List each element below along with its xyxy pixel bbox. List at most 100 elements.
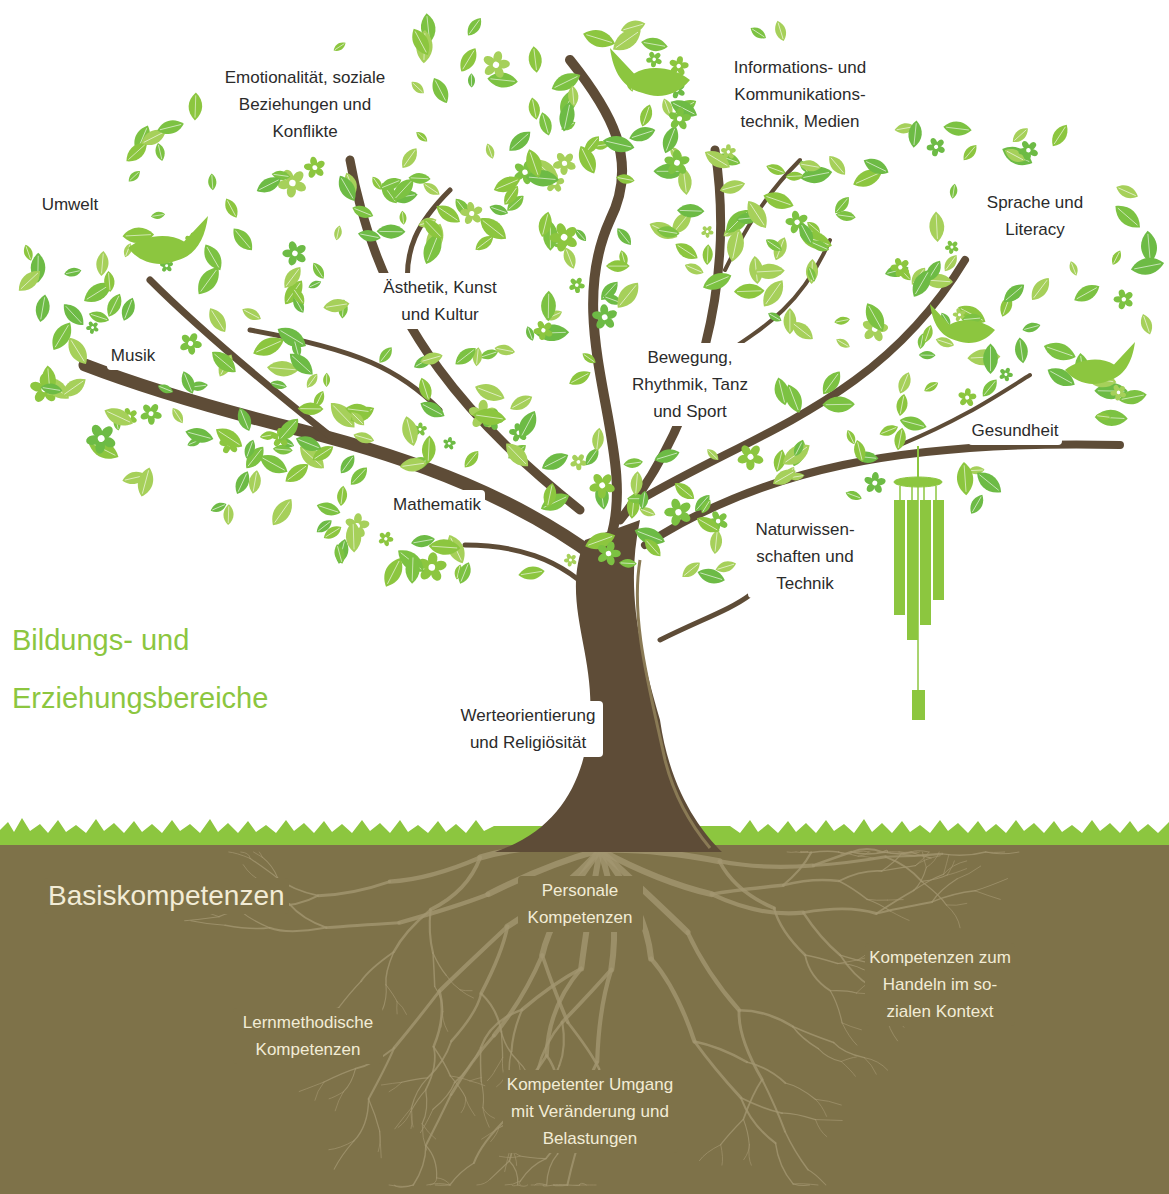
root-line	[433, 953, 435, 987]
root-line	[946, 903, 966, 905]
leaf	[709, 529, 723, 554]
leaf	[101, 403, 136, 430]
root-line	[739, 1010, 762, 1079]
leaf	[895, 393, 910, 417]
leaf	[724, 227, 747, 263]
root-line	[339, 981, 361, 1007]
leaf	[763, 236, 784, 255]
root-line	[411, 1108, 412, 1129]
leaf	[748, 24, 768, 41]
root-line	[957, 866, 981, 879]
leaf	[907, 266, 936, 301]
leaf	[345, 521, 362, 553]
leaf	[677, 204, 705, 218]
leaf	[414, 129, 429, 144]
area-label: Werteorientierung und Religiösität	[453, 701, 603, 757]
leaf	[536, 210, 555, 238]
root-line	[947, 861, 954, 875]
leaf	[656, 225, 681, 240]
leaf	[630, 471, 644, 496]
leaf	[573, 227, 589, 243]
root-line	[695, 1042, 741, 1098]
root-line	[839, 881, 867, 899]
leaf	[1110, 200, 1145, 233]
leaf	[1067, 260, 1079, 277]
leaf	[154, 142, 167, 162]
root-line	[225, 925, 269, 928]
root-line	[743, 1119, 749, 1145]
leaf	[979, 376, 1001, 400]
leaf	[204, 305, 231, 336]
leaf	[388, 174, 418, 205]
root-line	[851, 852, 885, 854]
leaf	[666, 106, 693, 132]
root-line	[413, 1146, 426, 1186]
root-line	[460, 989, 472, 991]
leaf	[524, 325, 536, 342]
leaf	[232, 469, 254, 497]
leaf	[566, 367, 593, 389]
leaf	[208, 173, 217, 190]
root-line	[483, 1108, 489, 1128]
leaf	[983, 344, 998, 374]
leaf	[1009, 125, 1031, 146]
leaf	[699, 498, 714, 515]
root-line	[975, 879, 1007, 891]
leaf	[608, 23, 645, 56]
leaf	[456, 45, 482, 75]
root-line	[803, 909, 876, 914]
leaf	[765, 161, 788, 177]
leaf	[967, 492, 987, 516]
leaf	[541, 291, 556, 322]
root-line	[290, 904, 327, 928]
leaf	[548, 68, 583, 96]
root-line	[326, 923, 399, 928]
leaf	[357, 228, 382, 244]
leaf	[907, 120, 923, 149]
leaf	[691, 491, 713, 514]
leaf	[700, 269, 734, 295]
leaf	[541, 482, 558, 509]
leaf	[860, 299, 889, 335]
leaf	[22, 244, 35, 263]
root-line	[402, 1078, 428, 1082]
root-line	[876, 891, 913, 914]
root-line	[851, 849, 882, 852]
leaf	[920, 324, 935, 345]
root-line	[559, 1022, 564, 1065]
root-line	[805, 955, 838, 964]
leaf	[1021, 321, 1041, 335]
root-line	[270, 928, 327, 932]
root-line	[185, 917, 219, 921]
competence-label: Personale Kompetenzen	[518, 876, 643, 932]
leaf	[398, 145, 422, 172]
root-line	[808, 851, 812, 853]
trunk-highlight	[637, 560, 710, 848]
root-line	[932, 879, 957, 902]
root-line	[743, 1080, 762, 1120]
root-line	[922, 875, 948, 881]
leaf	[322, 297, 350, 314]
tree-branches	[85, 60, 1120, 640]
root-line	[382, 985, 386, 1011]
root-line	[315, 1082, 324, 1100]
root-line	[842, 1023, 861, 1030]
leaf	[212, 423, 247, 453]
root-line	[695, 1042, 747, 1063]
leaf	[192, 263, 225, 299]
root-line	[483, 1108, 495, 1119]
leaf	[766, 310, 783, 324]
area-label: Emotionalität, soziale Beziehungen und K…	[220, 63, 390, 146]
root-line	[651, 959, 694, 1042]
root-line	[911, 851, 929, 852]
leaf	[267, 495, 298, 530]
root-line	[547, 1154, 558, 1185]
leaf	[134, 465, 156, 498]
leaf	[323, 373, 330, 387]
leaf	[944, 239, 960, 256]
leaves	[14, 12, 1166, 590]
leaf	[613, 225, 635, 248]
leaf	[788, 317, 817, 344]
area-label: Umwelt	[38, 190, 103, 219]
leaf	[929, 211, 945, 242]
